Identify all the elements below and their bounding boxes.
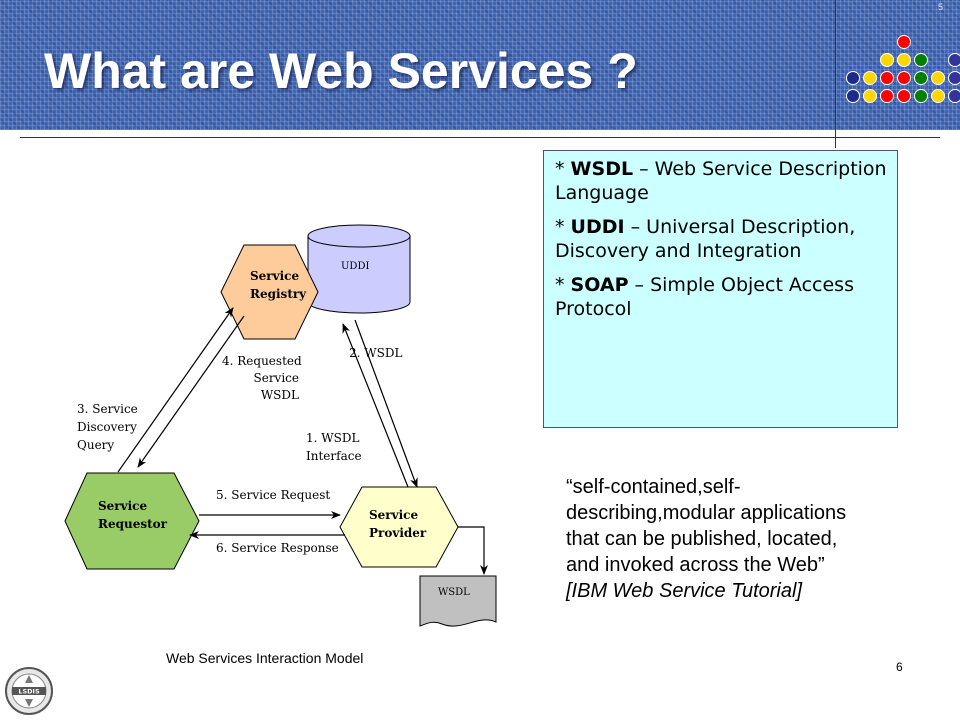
definition-term: WSDL bbox=[570, 158, 634, 180]
quote-block: “self-contained,self-describing,modular … bbox=[566, 474, 856, 604]
uddi-label: UDDI bbox=[341, 261, 369, 272]
horizontal-divider bbox=[20, 137, 940, 138]
connector-provider-to-wsdl bbox=[458, 526, 488, 575]
registry-label-line2: Registry bbox=[250, 287, 307, 301]
arrow-1-wsdl-interface bbox=[342, 323, 409, 488]
definition-item: * WSDL – Web Service Description Languag… bbox=[555, 157, 887, 205]
requestor-label-line1: Service bbox=[98, 499, 147, 513]
uddi-database-icon bbox=[307, 224, 411, 314]
definition-prefix: * bbox=[555, 158, 571, 180]
vertical-divider bbox=[835, 0, 836, 148]
edge-label-4-line1: 4. Requested bbox=[222, 354, 302, 368]
definitions-box: * WSDL – Web Service Description Languag… bbox=[543, 150, 898, 428]
service-registry-node bbox=[220, 244, 319, 340]
requestor-label-line2: Requestor bbox=[98, 517, 168, 531]
definition-term: SOAP bbox=[570, 274, 629, 296]
arrow-4-requested-wsdl bbox=[137, 315, 245, 468]
definition-term: UDDI bbox=[570, 216, 625, 238]
edge-label-1-line1: 1. WSDL bbox=[306, 431, 359, 445]
arrow-2-wsdl bbox=[354, 319, 418, 488]
registry-label-line1: Service bbox=[250, 269, 299, 283]
edge-label-4-line2: Service bbox=[254, 371, 300, 385]
edge-label-3-line3: Query bbox=[77, 438, 114, 452]
definition-prefix: * bbox=[555, 216, 571, 238]
edge-label-5: 5. Service Request bbox=[216, 488, 330, 502]
edge-label-3-line2: Discovery bbox=[77, 420, 137, 434]
definition-item: * UDDI – Universal Description, Discover… bbox=[555, 215, 887, 263]
definition-text: – Simple Object Access Protocol bbox=[555, 274, 854, 320]
edge-label-4-line3: WSDL bbox=[261, 388, 299, 402]
definition-text: – Web Service Description Language bbox=[555, 158, 887, 204]
service-requestor-node bbox=[64, 472, 200, 570]
slide-title: What are Web Services ? bbox=[44, 43, 638, 99]
lsdis-logo-icon: LSDIS bbox=[5, 667, 53, 715]
slide-number: 6 bbox=[896, 660, 903, 674]
quote-text: “self-contained,self-describing,modular … bbox=[566, 476, 847, 576]
decorative-dot-grid-icon bbox=[846, 35, 960, 103]
wsdl-document-icon bbox=[419, 575, 497, 627]
diagram-caption: Web Services Interaction Model bbox=[166, 650, 364, 666]
definition-text: – Universal Description, Discovery and I… bbox=[555, 216, 856, 262]
provider-label-line2: Provider bbox=[369, 526, 427, 540]
edge-label-6: 6. Service Response bbox=[216, 541, 339, 555]
page-mark: 5 bbox=[938, 2, 944, 12]
definition-prefix: * bbox=[555, 274, 571, 296]
wsdl-document-label: WSDL bbox=[438, 587, 470, 598]
quote-source: [IBM Web Service Tutorial] bbox=[566, 580, 802, 602]
edge-label-3-line1: 3. Service bbox=[77, 402, 138, 416]
svg-text:LSDIS: LSDIS bbox=[18, 688, 40, 696]
provider-label-line1: Service bbox=[369, 508, 418, 522]
definition-item: * SOAP – Simple Object Access Protocol bbox=[555, 273, 887, 321]
title-banner bbox=[0, 0, 960, 130]
arrow-3-discovery-query bbox=[117, 307, 234, 473]
edge-label-2: 2. WSDL bbox=[349, 346, 402, 360]
edge-label-1-line2: Interface bbox=[306, 449, 362, 463]
